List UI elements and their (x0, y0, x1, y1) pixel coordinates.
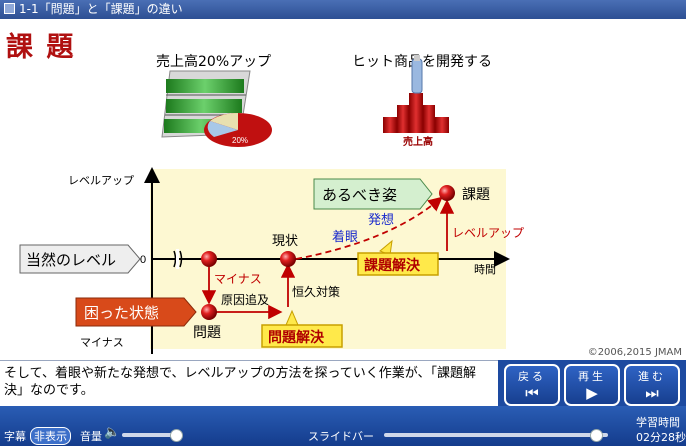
y-axis-bottom-label: マイナス (80, 336, 124, 349)
hit-product-illustration: 売上高 (383, 55, 449, 148)
pie-label: 20% (232, 136, 248, 145)
play-button[interactable]: 再生 ▶ (564, 364, 620, 406)
next-label: 進む (638, 370, 666, 383)
idea-label: 発想 (368, 212, 394, 227)
ideal-label: あるべき姿 (322, 187, 397, 204)
speaker-icon[interactable]: 🔈 (104, 425, 121, 440)
volume-knob[interactable] (170, 429, 183, 442)
mondai-label: 問題 (193, 324, 221, 340)
goal-point (439, 185, 455, 201)
skip-back-icon: ⏮ (525, 384, 539, 402)
product-shelf-illustration: 20% (161, 70, 272, 147)
kadai-label: 課題 (462, 186, 490, 202)
navigation-panel: 戻る ⏮ 再生 ▶ 進む ⏭ (498, 360, 686, 411)
minus-arrow-label: マイナス (214, 272, 262, 286)
window-title-bar: 1-1「問題」と「課題」の違い (0, 0, 686, 19)
focus-label: 着眼 (332, 229, 358, 244)
levelup-arrow-label: レベルアップ (452, 226, 524, 240)
study-time-label: 学習時間 (636, 416, 680, 429)
genjo-label: 現状 (272, 233, 298, 248)
zero-label: 0 (140, 254, 146, 266)
current-point (280, 251, 296, 267)
kadai-kaiketsu-label: 課題解決 (364, 257, 421, 273)
slide-progress-bar[interactable] (384, 433, 608, 437)
volume-slider[interactable] (122, 433, 180, 437)
play-label: 再生 (578, 370, 606, 383)
bar-label: 売上高 (403, 135, 433, 148)
y-axis-top-label: レベルアップ (68, 174, 134, 187)
copyright: ©2006,2015 JMAM (587, 347, 682, 358)
subtitle-toggle[interactable]: 非表示 (30, 427, 71, 445)
normal-point (201, 251, 217, 267)
normal-level-label: 当然のレベル (26, 252, 116, 269)
slide-progress-knob[interactable] (590, 429, 603, 442)
play-icon: ▶ (586, 384, 598, 402)
narration-text: そして、着眼や新たな発想で、レベルアップの方法を探っていく作業が、「課題解決」な… (0, 360, 498, 406)
slide-area: 課 題 売上高20%アップ ヒット商品を開発する (0, 19, 686, 360)
volume-label: 音量 (80, 430, 102, 443)
slide-graphic: 20% 売上高 レベルアップ マイナス 0 時間 当然のレベル 困った (19, 55, 524, 354)
slide-heading: 課 題 (6, 32, 76, 63)
menu-icon[interactable] (4, 3, 15, 14)
trouble-label: 困った状態 (84, 305, 159, 322)
window-title: 1-1「問題」と「課題」の違い (19, 2, 183, 16)
idea-dashed-arrow (295, 196, 443, 260)
back-button[interactable]: 戻る ⏮ (504, 364, 560, 406)
study-time-value: 02分28秒 (636, 431, 686, 444)
permanent-label: 恒久対策 (292, 285, 340, 299)
x-axis-label: 時間 (474, 263, 496, 276)
next-button[interactable]: 進む ⏭ (624, 364, 680, 406)
left-caption: 売上高20%アップ (156, 54, 272, 70)
bottom-control-bar: 字幕 非表示 音量 🔈 スライドバー 学習時間 02分28秒 (0, 406, 686, 446)
back-label: 戻る (518, 370, 546, 383)
mondai-kaiketsu-label: 問題解決 (268, 329, 325, 345)
skip-forward-icon: ⏭ (645, 384, 659, 402)
subtitle-label: 字幕 (4, 430, 26, 443)
problem-point (201, 304, 217, 320)
slider-label: スライドバー (308, 430, 374, 443)
cause-label: 原因追及 (221, 292, 269, 307)
